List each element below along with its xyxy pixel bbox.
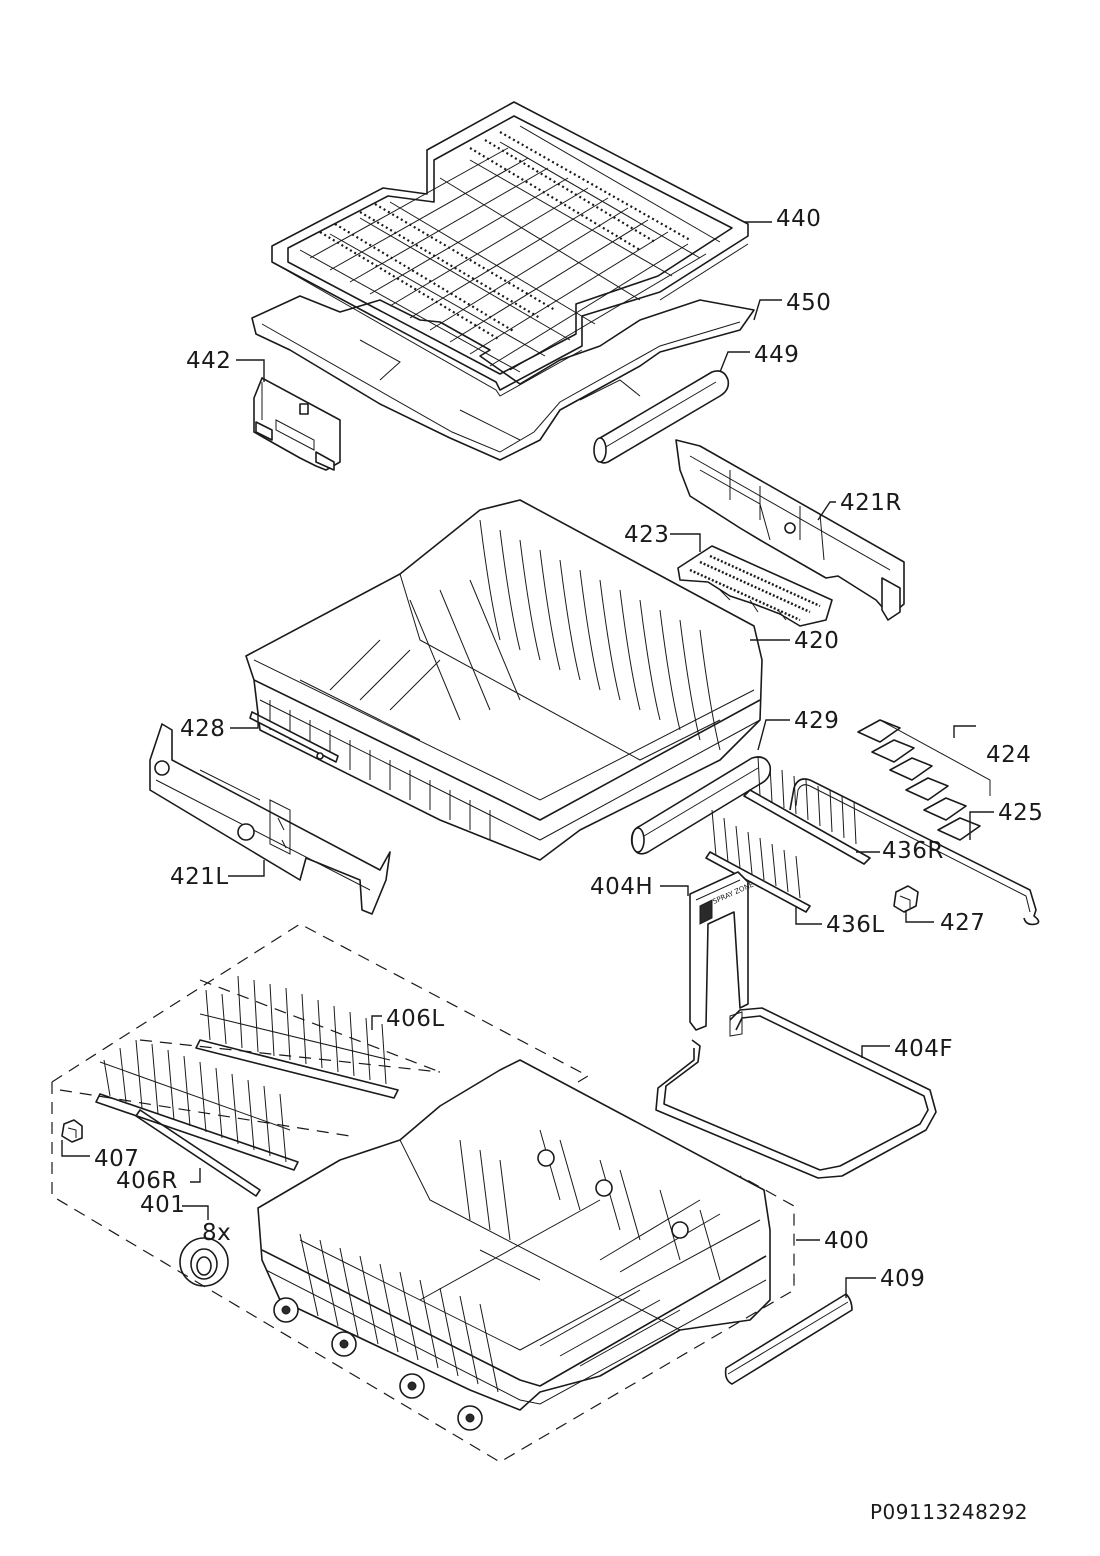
- handle-409: [724, 1293, 853, 1385]
- label-436R: 436R: [882, 838, 944, 864]
- tine-rack-436R: [743, 755, 871, 865]
- wire-frame-450: [251, 295, 755, 461]
- spray-holder-404H: SPRAY ZONE: [689, 871, 755, 1031]
- label-406R: 406R: [116, 1168, 178, 1194]
- side-rail-421R: [675, 439, 905, 621]
- label-401: 401: [140, 1192, 185, 1218]
- label-425: 425: [998, 800, 1043, 826]
- upper-basket-420: [245, 499, 763, 861]
- leader-406R: [190, 1168, 201, 1183]
- leader-406L: [371, 1015, 382, 1030]
- rod-428: [249, 711, 339, 763]
- clip-427: [893, 885, 919, 913]
- label-420: 420: [794, 628, 839, 654]
- side-rail-421L: [149, 723, 391, 915]
- label-424: 424: [986, 742, 1031, 768]
- leader-423: [670, 533, 701, 552]
- label-404F: 404F: [894, 1036, 953, 1062]
- leader-421R: [817, 501, 836, 521]
- leader-427: [905, 910, 934, 923]
- tine-rack-406L: [195, 975, 399, 1099]
- leader-436L: [795, 906, 822, 925]
- label-400: 400: [824, 1228, 869, 1254]
- leader-442: [236, 359, 265, 382]
- label-436L: 436L: [826, 912, 885, 938]
- leader-421L: [228, 860, 265, 877]
- leader-404F: [861, 1045, 890, 1058]
- lower-basket-400: [257, 1059, 771, 1431]
- label-449: 449: [754, 342, 799, 368]
- label-409: 409: [880, 1266, 925, 1292]
- leader-450: [753, 299, 782, 321]
- label-406L: 406L: [386, 1006, 445, 1032]
- leader-425: [969, 811, 994, 840]
- leader-404H: [660, 885, 689, 896]
- wheel-401: [179, 1237, 229, 1287]
- kit-outline-top: [51, 923, 590, 1083]
- leader-428: [230, 712, 259, 729]
- label-404H: 404H: [590, 874, 653, 900]
- label-421L: 421L: [170, 864, 229, 890]
- leader-429: [757, 719, 790, 751]
- label-427: 427: [940, 910, 985, 936]
- leader-424: [953, 725, 976, 738]
- tine-rack-436L: [705, 809, 811, 913]
- label-421R: 421R: [840, 490, 902, 516]
- label-428: 428: [180, 716, 225, 742]
- clip-407: [61, 1119, 83, 1143]
- leader-407: [61, 1140, 90, 1157]
- bracket-442: [253, 377, 341, 471]
- label-429: 429: [794, 708, 839, 734]
- cutlery-tray-440: [271, 101, 749, 397]
- label-450: 450: [786, 290, 831, 316]
- leader-449: [719, 351, 750, 373]
- leader-401: [182, 1205, 209, 1220]
- label-407: 407: [94, 1146, 139, 1172]
- label-440: 440: [776, 206, 821, 232]
- handle-449: [593, 370, 730, 464]
- label-423: 423: [624, 522, 669, 548]
- leader-409: [845, 1277, 876, 1298]
- small-tray-423: [677, 545, 833, 627]
- label-442: 442: [186, 348, 231, 374]
- handle-429: [630, 756, 772, 855]
- document-code: P09113248292: [870, 1500, 1029, 1524]
- wire-rod-425: [789, 778, 1040, 926]
- kit-outline-bottom: [51, 1082, 795, 1463]
- spray-arm-frame-404F: [655, 1007, 937, 1179]
- tine-rack-406R: [95, 1039, 299, 1197]
- label-401-quantity: 8x: [202, 1220, 231, 1246]
